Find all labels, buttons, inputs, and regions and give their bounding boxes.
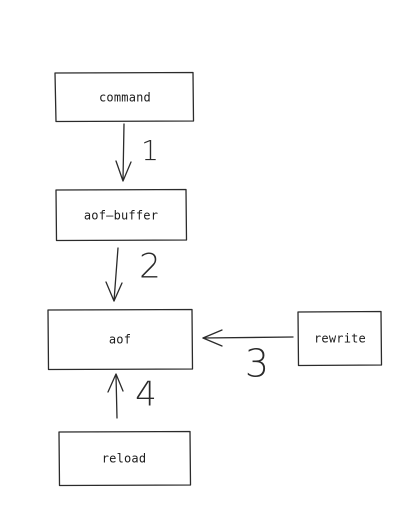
node-aof: aof [47,308,194,371]
edge-reload-to-aof: 4 [107,373,157,419]
edge-3-arrowhead [202,329,223,347]
node-command-label: command [99,91,151,105]
node-aof-buffer: aof—buffer [55,188,188,242]
node-reload: reload [58,430,192,487]
edge-command-to-aof-buffer: 1 [115,123,159,182]
edge-rewrite-to-aof: 3 [202,329,294,386]
node-command: command [54,71,195,123]
node-rewrite-label: rewrite [314,332,366,346]
edge-1-shaft [122,123,125,181]
edge-4-arrowhead [107,373,124,393]
edge-4-label: 4 [135,375,157,415]
node-command-border [54,71,195,123]
edge-4-shaft [115,374,118,419]
edge-2-label: 2 [139,247,161,287]
node-aof-border [47,308,194,371]
node-reload-border [58,430,192,487]
node-aof-buffer-border [55,188,188,242]
node-aof-buffer-label: aof—buffer [84,209,158,223]
edge-1-arrowhead [115,160,132,182]
node-aof-label: aof [109,333,131,347]
edge-aof-buffer-to-aof: 2 [105,247,161,302]
edge-2-shaft [113,247,119,302]
node-reload-label: reload [102,452,147,466]
edge-3-shaft [202,336,294,339]
edge-3-label: 3 [245,342,269,386]
edge-2-arrowhead [105,281,123,302]
node-rewrite-border [297,310,383,367]
node-rewrite: rewrite [297,310,383,367]
edge-1-label: 1 [141,134,159,167]
